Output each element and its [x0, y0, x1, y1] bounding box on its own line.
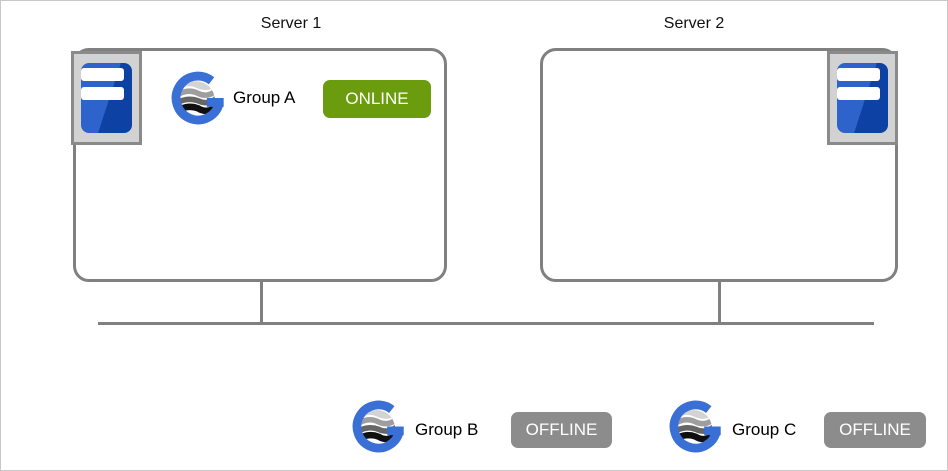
server1-tower-icon — [71, 51, 142, 145]
server1-title: Server 1 — [260, 15, 322, 32]
server-drive-bay — [837, 87, 880, 100]
network-bus-line — [98, 322, 874, 325]
server2-title: Server 2 — [663, 15, 725, 32]
server-drive-bay — [81, 87, 124, 100]
server1-connector-line — [260, 281, 263, 323]
group-c-logo-icon — [668, 399, 723, 454]
group-b-status-badge: OFFLINE — [511, 412, 612, 448]
server-drive-bay — [81, 68, 124, 81]
server2-tower-icon — [827, 51, 898, 145]
group-a-status-badge: ONLINE — [323, 80, 431, 118]
group-b-logo-icon — [351, 399, 406, 454]
group-a-label: Group A — [233, 88, 296, 107]
server-drive-bay — [837, 68, 880, 81]
group-a-logo-icon — [170, 70, 226, 126]
group-b-label: Group B — [415, 420, 479, 439]
group-c-status-badge: OFFLINE — [824, 412, 926, 448]
server2-connector-line — [718, 281, 721, 323]
group-c-label: Group C — [732, 420, 797, 439]
